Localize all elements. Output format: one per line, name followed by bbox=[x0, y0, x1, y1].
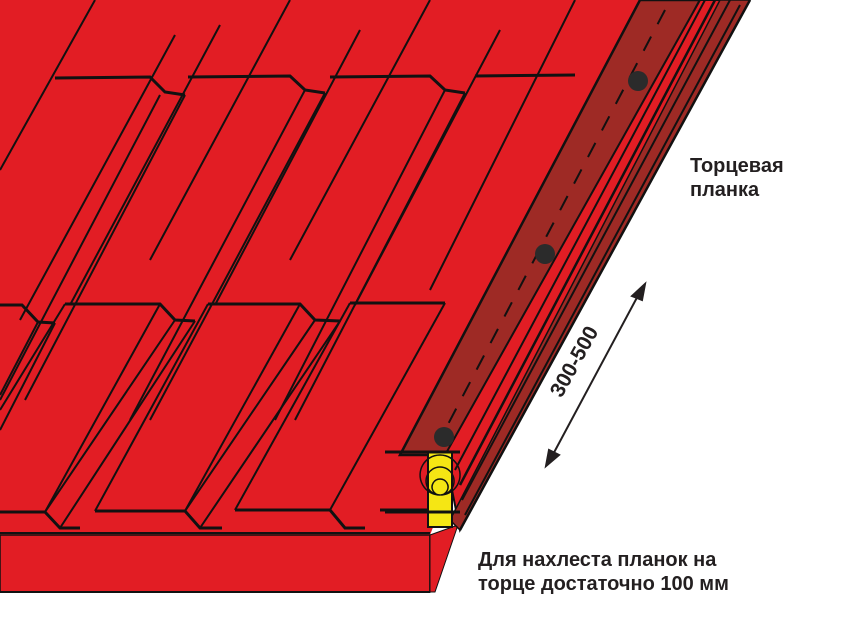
wooden-batten bbox=[385, 450, 461, 528]
fastener-icon bbox=[535, 244, 555, 264]
trim-label-line-2: планка bbox=[690, 179, 760, 201]
overlap-note-line-2: торце достаточно 100 мм bbox=[478, 573, 729, 595]
trim-label-line-1: Торцевая bbox=[690, 155, 784, 177]
tile-step-lines bbox=[0, 73, 576, 530]
dimension-arrow bbox=[544, 281, 647, 469]
overlap-note-line-1: Для нахлеста планок на bbox=[478, 549, 717, 571]
tile-rib-lines bbox=[0, 0, 576, 529]
overlap-note: Для нахлеста планок на торце достаточно … bbox=[478, 548, 729, 596]
fastener-icon bbox=[434, 427, 454, 447]
fasteners bbox=[434, 71, 648, 447]
trim-label: Торцевая планка bbox=[690, 154, 784, 202]
gable-end-trim bbox=[397, 0, 752, 533]
fastener-icon bbox=[628, 71, 648, 91]
